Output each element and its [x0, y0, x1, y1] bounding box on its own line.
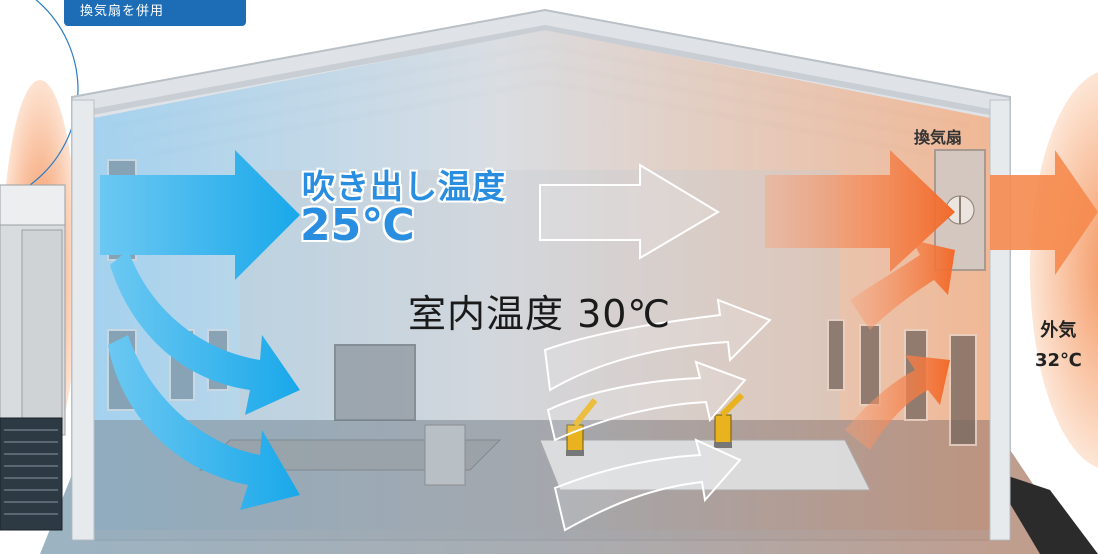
indoor-arrow: [539, 163, 720, 260]
section-tag: [64, 0, 246, 26]
cold-air-arrow: [108, 335, 300, 510]
warm-air-arrows: [765, 150, 955, 450]
indoor-arrow: [546, 360, 747, 442]
indoor-arrow: [553, 438, 742, 532]
outside-air-label: 外気 32℃: [1035, 316, 1082, 376]
exhaust-fan-label: 換気扇: [914, 128, 963, 147]
robot-arm-icon: [714, 392, 745, 448]
section-tag-label: 換気扇を併用: [80, 4, 165, 19]
floor-right-dark: [990, 470, 1098, 554]
warm-air-arrow: [850, 240, 955, 330]
outside-air-title: 外気: [1040, 320, 1077, 341]
indoor-arrow: [543, 298, 772, 392]
robot-arm-icon: [566, 398, 598, 456]
work-table: [539, 439, 871, 491]
warm-air-arrow: [765, 150, 955, 272]
warm-air-arrow: [990, 150, 1098, 275]
callout-circle: [0, 0, 79, 202]
interior: [94, 30, 990, 530]
cold-air-arrow: [100, 150, 300, 280]
shutter-door: [334, 344, 416, 421]
air-conditioner-unit: [0, 184, 66, 531]
supply-air-label: 吹き出し温度: [302, 167, 506, 206]
exhaust-fan-icon: [934, 149, 986, 271]
cold-air-arrows: [100, 150, 300, 510]
indoor-temp-label: 室内温度 30℃: [408, 292, 672, 336]
cold-air-arrow: [110, 250, 300, 415]
supply-air-temp: 25℃: [300, 200, 415, 251]
outside-air-temp: 32℃: [1035, 350, 1082, 371]
outside-heat-right: [1030, 72, 1098, 468]
right-wall: [989, 99, 1011, 541]
warm-air-arrow: [845, 355, 950, 450]
indoor-air-arrows: [539, 163, 772, 532]
left-wall: [71, 99, 95, 541]
